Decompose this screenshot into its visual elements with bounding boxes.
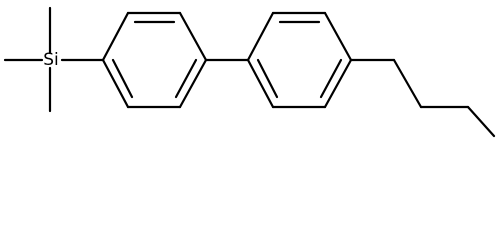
trimethylsilyl-group: Si	[3, 6, 105, 113]
structure-canvas: Si	[3, 6, 496, 138]
ring-right-bond-1	[246, 11, 275, 62]
ring-left-bond-3	[178, 11, 208, 62]
butyl-chain	[349, 58, 496, 138]
ring-left-bond-6	[101, 58, 130, 109]
benzene-ring-left	[101, 11, 208, 109]
ring-right-double-2	[319, 58, 343, 99]
ring-right-bond-4	[323, 58, 353, 109]
butyl-bond-4	[466, 105, 496, 138]
ring-left-bond-1	[101, 11, 130, 62]
ring-right-bond-3	[323, 11, 353, 62]
ring-right-double-3	[256, 58, 279, 99]
ring-left-bond-4	[178, 58, 208, 109]
molecule-structure: Si	[3, 6, 496, 138]
butyl-bond-2	[392, 58, 423, 109]
ring-right-bond-6	[246, 58, 275, 109]
benzene-ring-right	[246, 11, 353, 109]
atom-label-si: Si	[43, 50, 59, 70]
ring-left-double-3	[111, 58, 134, 99]
ring-left-double-2	[174, 58, 198, 99]
